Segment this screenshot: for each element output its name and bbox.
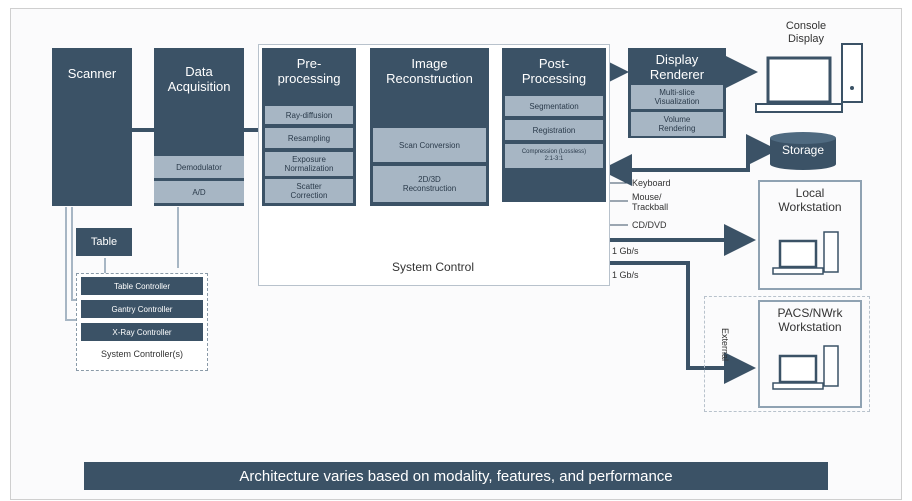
local-computer-icon xyxy=(772,231,839,275)
local-workstation-box: Local Workstation xyxy=(758,180,862,290)
pacs-link xyxy=(606,261,756,384)
compression-cell: Compression (Lossless) 2:1-3:1 xyxy=(505,144,603,168)
storage-label: Storage xyxy=(781,143,825,157)
display-renderer-block: Display Renderer Multi-slice Visualizati… xyxy=(628,48,726,138)
table-controller-cell: Table Controller xyxy=(81,277,203,295)
external-label: External xyxy=(720,328,730,362)
data-acquisition-block: Data Acquisition Demodulator A/D xyxy=(154,48,244,206)
ray-diffusion-cell: Ray-diffusion xyxy=(265,106,353,124)
ad-converter-cell: A/D xyxy=(154,181,244,203)
local-workstation-label: Local Workstation xyxy=(778,186,842,214)
scanner-block: Scanner xyxy=(52,48,132,206)
reconstruction-2d3d-cell: 2D/3D Reconstruction xyxy=(373,166,486,202)
cddvd-input-label: CD/DVD xyxy=(632,220,667,230)
display-renderer-title: Display Renderer xyxy=(649,52,705,82)
pacs-computer-icon xyxy=(772,345,839,390)
scanner-title: Scanner xyxy=(67,66,117,81)
pacs-link-speed: 1 Gb/s xyxy=(612,270,639,280)
data-acquisition-title: Data Acquisition xyxy=(167,64,231,94)
console-display-label: Console Display xyxy=(785,20,827,45)
footer-banner: Architecture varies based on modality, f… xyxy=(84,462,828,490)
pacs-workstation-box: PACS/NWrk Workstation xyxy=(758,300,862,408)
keyboard-input-label: Keyboard xyxy=(632,178,671,188)
pacs-workstation-label: PACS/NWrk Workstation xyxy=(777,306,843,334)
volume-rendering-cell: Volume Rendering xyxy=(631,112,723,136)
system-controllers-label: System Controller(s) xyxy=(100,349,183,359)
image-reconstruction-block: Image Reconstruction Scan Conversion 2D/… xyxy=(370,48,489,206)
system-control-label: System Control xyxy=(391,260,475,274)
system-controllers-group: Table Controller Gantry Controller X-Ray… xyxy=(76,273,208,371)
storage-cylinder-icon xyxy=(770,132,836,170)
image-reconstruction-title: Image Reconstruction xyxy=(386,56,473,86)
scan-conversion-cell: Scan Conversion xyxy=(373,128,486,162)
exposure-normalization-cell: Exposure Normalization xyxy=(265,152,353,176)
multi-slice-visualization-cell: Multi-slice Visualization xyxy=(631,85,723,109)
gantry-controller-cell: Gantry Controller xyxy=(81,300,203,318)
resampling-cell: Resampling xyxy=(265,128,353,148)
external-region xyxy=(704,296,870,412)
local-link-speed: 1 Gb/s xyxy=(612,246,639,256)
xray-controller-cell: X-Ray Controller xyxy=(81,323,203,341)
post-processing-block: Post- Processing Segmentation Registrati… xyxy=(502,48,606,202)
demodulator-cell: Demodulator xyxy=(154,156,244,178)
table-block: Table xyxy=(76,228,132,256)
segmentation-cell: Segmentation xyxy=(505,96,603,116)
monitor-icon xyxy=(755,43,863,113)
scatter-correction-cell: Scatter Correction xyxy=(265,179,353,203)
preprocessing-title: Pre- processing xyxy=(277,56,341,86)
post-processing-title: Post- Processing xyxy=(521,56,587,86)
preprocessing-block: Pre- processing Ray-diffusion Resampling… xyxy=(262,48,356,206)
registration-cell: Registration xyxy=(505,120,603,140)
mouse-input-label: Mouse/ Trackball xyxy=(632,192,669,212)
storage-link xyxy=(612,134,778,172)
